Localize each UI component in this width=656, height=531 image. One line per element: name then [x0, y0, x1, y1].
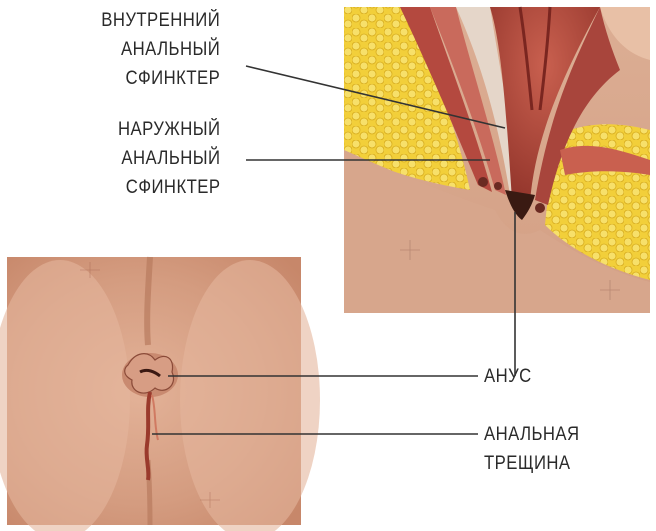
surface-view-panel [0, 257, 320, 531]
natal-cleft [147, 257, 150, 345]
anal-fissure [147, 392, 150, 480]
anus-opening [122, 353, 178, 397]
